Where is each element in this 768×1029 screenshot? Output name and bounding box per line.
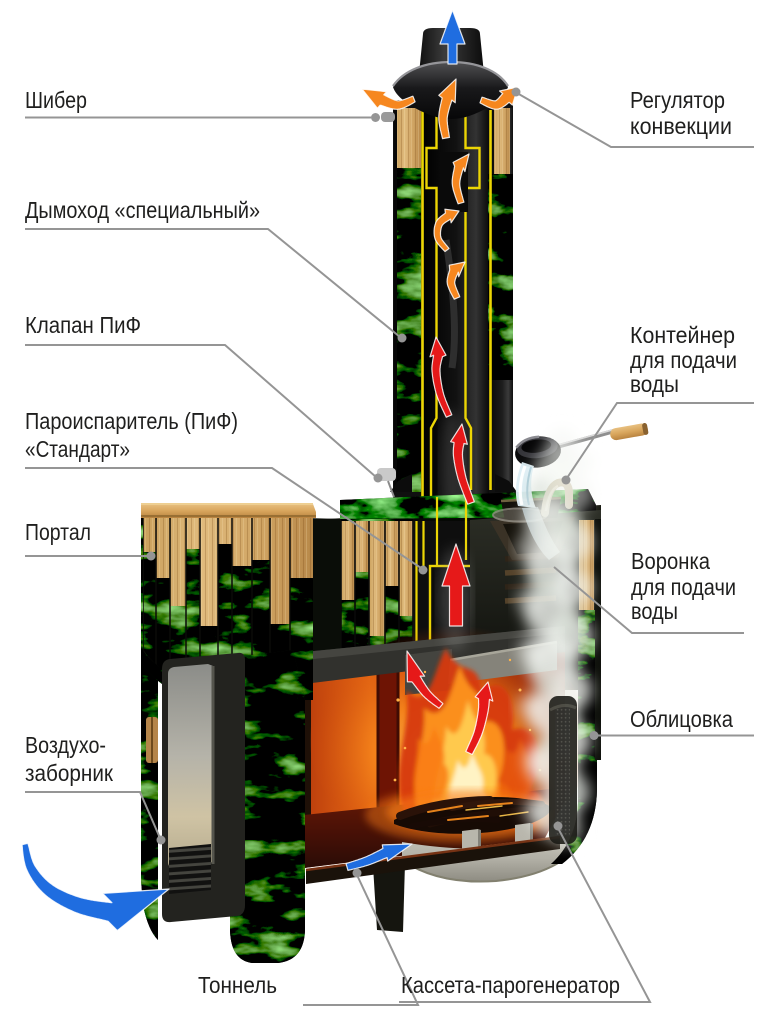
svg-text:конвекции: конвекции xyxy=(630,113,732,139)
svg-text:Регулятор: Регулятор xyxy=(630,87,725,113)
svg-text:Воронка: Воронка xyxy=(631,548,710,574)
svg-text:Пароиспаритель (ПиФ): Пароиспаритель (ПиФ) xyxy=(25,408,238,434)
svg-text:«Стандарт»: «Стандарт» xyxy=(25,436,130,462)
svg-text:Тоннель: Тоннель xyxy=(198,972,277,998)
svg-text:для подачи: для подачи xyxy=(630,347,737,373)
svg-text:заборник: заборник xyxy=(25,760,114,786)
svg-text:Портал: Портал xyxy=(25,519,91,545)
svg-text:Клапан ПиФ: Клапан ПиФ xyxy=(25,312,141,338)
svg-text:Облицовка: Облицовка xyxy=(630,706,733,732)
svg-text:воды: воды xyxy=(630,371,679,397)
svg-text:Кассета-парогенератор: Кассета-парогенератор xyxy=(401,972,620,998)
svg-text:Дымоход «специальный»: Дымоход «специальный» xyxy=(25,197,260,223)
svg-text:Шибер: Шибер xyxy=(25,87,87,113)
svg-text:Контейнер: Контейнер xyxy=(630,322,735,348)
svg-text:воды: воды xyxy=(631,598,678,624)
svg-text:Воздухо-: Воздухо- xyxy=(25,732,106,758)
svg-text:для подачи: для подачи xyxy=(631,574,736,600)
